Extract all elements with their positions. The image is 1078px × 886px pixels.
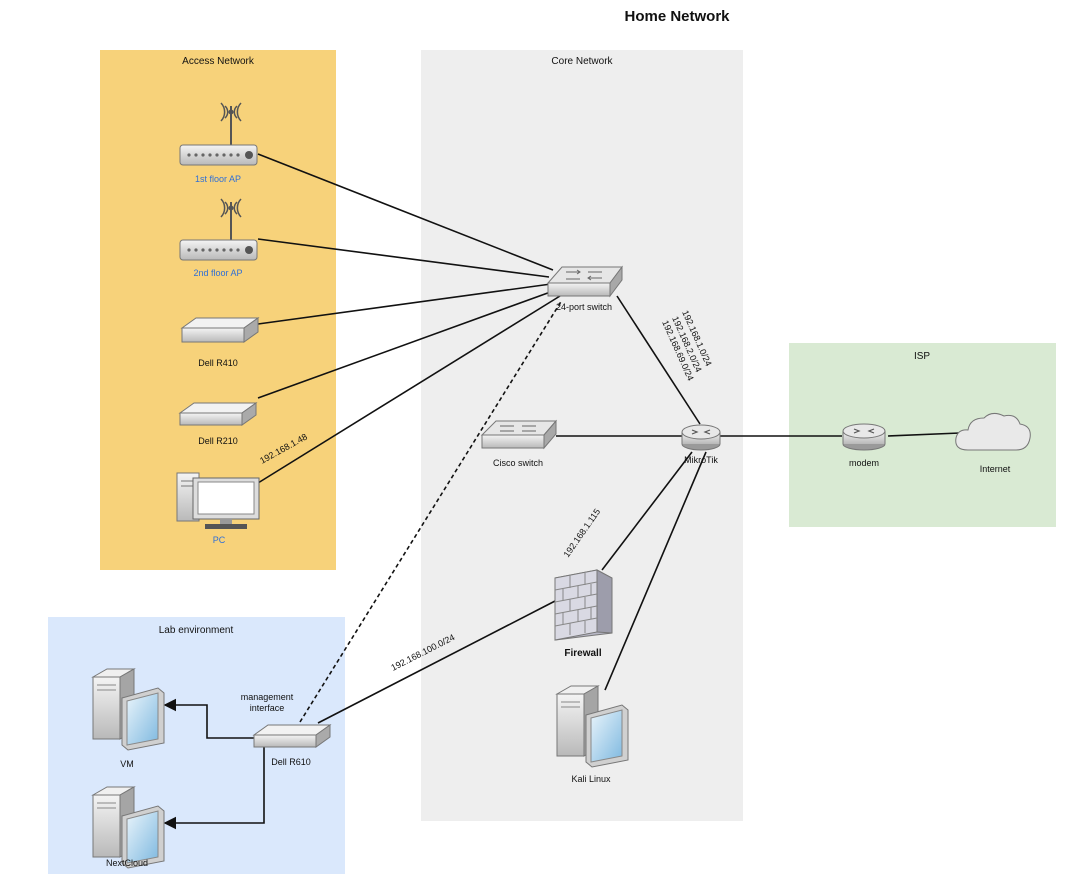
firewall-label: Firewall: [564, 648, 601, 659]
connections: [163, 153, 961, 830]
link-ap2-switch: [257, 238, 550, 278]
dell-r410-label: Dell R410: [198, 358, 238, 368]
link-r610-mgmt-switch: [299, 299, 563, 723]
rack-server-icon: [178, 402, 258, 426]
modem[interactable]: modem: [842, 423, 886, 468]
mikrotik-router[interactable]: MikroTik: [681, 424, 721, 465]
ap-1st-floor[interactable]: 1st floor AP: [179, 102, 258, 184]
link-r610-nextcloud: [163, 747, 265, 830]
network-switch-icon: [480, 419, 558, 450]
lab-environment-label: Lab environment: [159, 625, 234, 636]
link-mikrotik-kali: [604, 451, 707, 691]
cloud-icon: [955, 412, 1031, 451]
rack-server-icon: [252, 724, 332, 748]
cisco-switch-label: Cisco switch: [493, 458, 543, 468]
desktop-pc-icon: [176, 472, 260, 529]
switch-24-port[interactable]: 24-port switch: [546, 265, 623, 312]
isp-label: ISP: [914, 351, 930, 362]
link-ap1-switch: [257, 153, 554, 271]
dell-r410[interactable]: Dell R410: [180, 317, 260, 368]
link-pc-switch: [257, 295, 561, 484]
management-interface-label-line1: management: [241, 692, 294, 702]
modem-label: modem: [849, 458, 879, 468]
rack-server-icon: [180, 317, 260, 343]
switch-24-port-label: 24-port switch: [556, 302, 612, 312]
internet[interactable]: Internet: [955, 412, 1031, 474]
nextcloud[interactable]: NextCloud: [91, 786, 165, 869]
link-firewall-r610: [317, 599, 558, 724]
pc[interactable]: PC: [176, 472, 260, 545]
core-network-label: Core Network: [551, 56, 613, 67]
management-interface-label-line2: interface: [250, 703, 285, 713]
ap-1st-floor-label: 1st floor AP: [195, 174, 241, 184]
wireless-ap-icon: [179, 102, 258, 166]
internet-label: Internet: [980, 464, 1011, 474]
kali-linux-label: Kali Linux: [571, 774, 611, 784]
workstation-icon: [91, 668, 165, 751]
nextcloud-label: NextCloud: [106, 858, 148, 868]
link-r210-switch: [257, 289, 557, 399]
ap-2nd-floor[interactable]: 2nd floor AP: [179, 198, 258, 278]
link-switch-mikrotik: [616, 295, 701, 425]
link-r610-vm: [163, 698, 255, 739]
link-r410-switch: [257, 283, 552, 325]
access-network-label: Access Network: [182, 56, 255, 67]
dell-r210-label: Dell R210: [198, 436, 238, 446]
dell-r210[interactable]: Dell R210: [178, 402, 258, 446]
network-switch-icon: [546, 265, 623, 298]
cisco-switch[interactable]: Cisco switch: [480, 419, 558, 468]
link-mikrotik-firewall: [601, 451, 693, 571]
dell-r610-label: Dell R610: [271, 757, 311, 767]
wireless-ap-icon: [179, 198, 258, 261]
vm[interactable]: VM: [91, 668, 165, 769]
link-modem-internet: [887, 432, 961, 437]
workstation-icon: [555, 685, 629, 768]
router-icon: [842, 423, 886, 451]
dell-r610[interactable]: Dell R610 management interface: [241, 692, 332, 767]
workstation-icon: [91, 786, 165, 869]
ap-2nd-floor-label: 2nd floor AP: [193, 268, 242, 278]
diagram-title: Home Network: [624, 8, 730, 25]
router-icon: [681, 424, 721, 451]
kali-linux[interactable]: Kali Linux: [555, 685, 629, 784]
mikrotik-label: MikroTik: [684, 455, 718, 465]
vm-label: VM: [120, 759, 134, 769]
firewall-icon: [554, 569, 613, 641]
firewall[interactable]: Firewall: [554, 569, 613, 659]
pc-label: PC: [213, 535, 226, 545]
